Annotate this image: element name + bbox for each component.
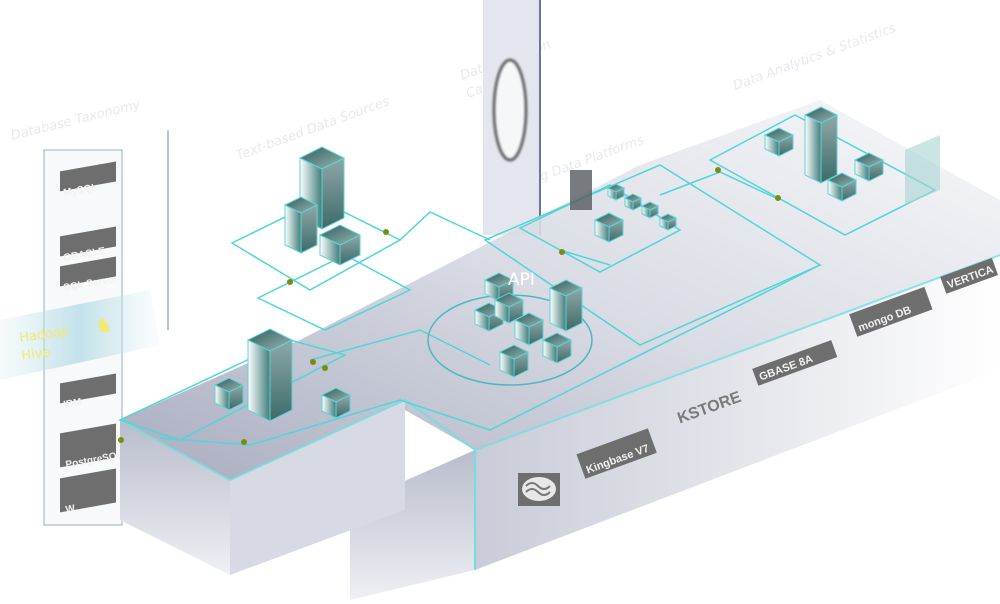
hadoop-elephant-icon: ♞ — [95, 313, 113, 337]
data-cube — [803, 106, 839, 184]
data-cube — [283, 196, 319, 254]
data-cube — [623, 193, 643, 211]
data-cube — [606, 183, 626, 201]
svg-text:W: W — [65, 503, 77, 516]
hadoop-label-1: Hadoop — [18, 324, 70, 346]
data-cube — [541, 332, 573, 364]
data-cube — [640, 201, 660, 219]
data-cube — [513, 312, 545, 346]
data-cube — [246, 328, 294, 422]
main-slab-front — [475, 255, 1000, 570]
data-cube — [593, 212, 625, 243]
logo-swirl-icon — [518, 473, 560, 506]
database-taxonomy-label: Database Taxonomy — [9, 97, 142, 144]
analytics-label: Data Analytics & Statistics — [731, 21, 898, 94]
data-cube — [763, 127, 795, 157]
hadoop-band — [0, 290, 160, 380]
data-cube — [548, 279, 584, 332]
data-cube — [498, 344, 530, 378]
svg-text:IBM: IBM — [63, 397, 83, 411]
logo-ibm: IBM — [60, 373, 116, 411]
data-cube — [318, 224, 362, 266]
data-cube — [320, 387, 352, 419]
data-cube — [493, 292, 525, 324]
data-cube — [658, 213, 678, 231]
api-label: API — [508, 270, 535, 290]
logo-w: W — [60, 468, 116, 516]
data-cube — [853, 152, 885, 182]
data-cube — [826, 172, 858, 202]
hadoop-label-2: Hive — [20, 345, 51, 364]
data-cube — [213, 377, 245, 411]
